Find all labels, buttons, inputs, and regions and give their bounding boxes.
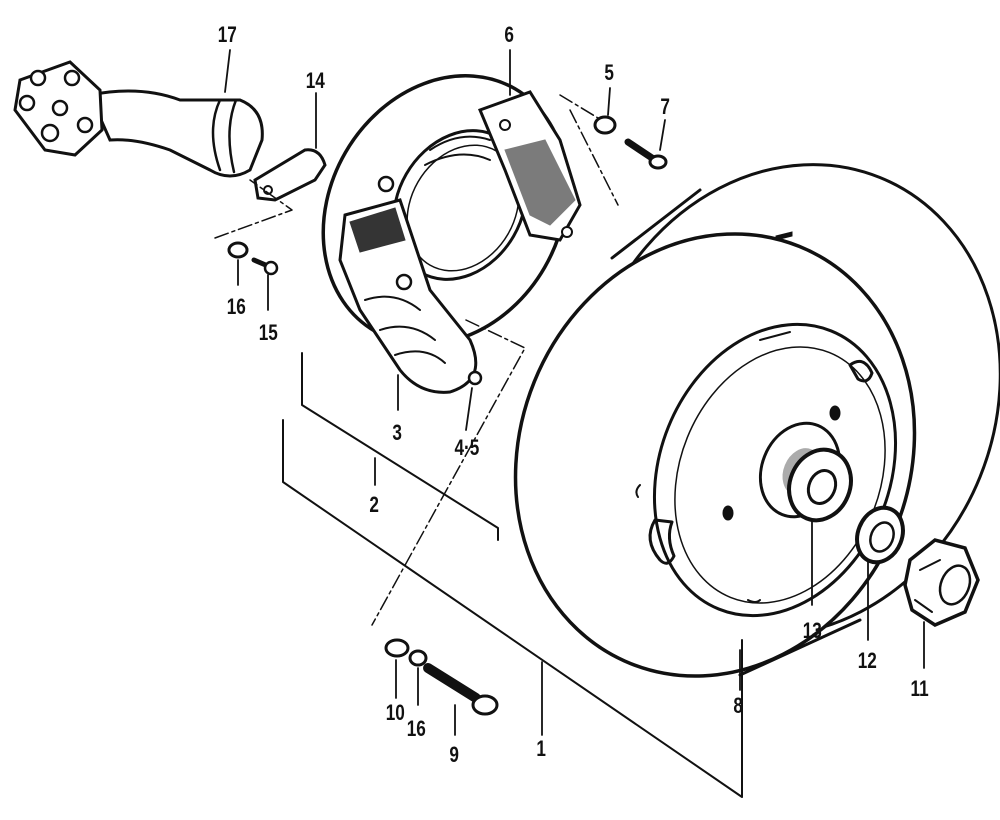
label-part-10: 10 [385,700,405,725]
label-part-12: 12 [857,648,877,673]
label-part-5: 5 [604,60,614,85]
label-part-13: 13 [802,618,822,643]
label-part-17: 17 [217,22,237,47]
label-part-11: 11 [910,676,929,701]
screw-7 [624,138,668,170]
label-part-3: 3 [392,420,402,445]
label-part-8: 8 [733,693,743,718]
washer-16-lower [408,649,428,667]
washer-12 [855,505,905,565]
screw-15 [251,257,279,276]
center-lines [214,94,619,626]
leader-lines [224,49,925,736]
pulser-coil [424,90,582,242]
cable-clamp [253,148,327,202]
nut-11 [903,538,980,627]
label-part-16-lower: 16 [406,716,426,741]
ignition-coil [338,175,483,394]
label-part-2: 2 [369,492,379,517]
harness-grommet [13,60,264,178]
label-part-9: 9 [449,742,459,767]
label-part-16-upper: 16 [226,294,246,319]
washer-16-upper [227,241,249,259]
bracket-group-3 [301,352,499,541]
label-part-15: 15 [258,320,278,345]
label-part-4-5: 4·5 [454,435,480,460]
label-part-6: 6 [504,22,514,47]
bolt-9 [423,663,499,716]
washer-13 [787,447,853,523]
bracket-group-2 [282,419,743,798]
washer-10 [384,638,410,658]
label-part-1: 1 [536,736,546,761]
washer-5 [593,115,617,135]
label-part-7: 7 [660,94,670,119]
label-part-14: 14 [305,68,325,93]
